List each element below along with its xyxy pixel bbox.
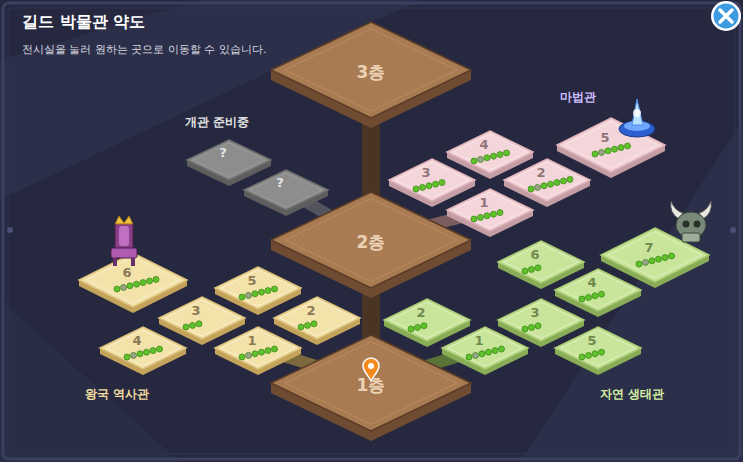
tile-shape [100, 327, 186, 375]
room-number: 1 [474, 334, 483, 348]
room-number: 5 [587, 334, 596, 348]
room-number: 3 [421, 166, 430, 180]
tile-shape [244, 170, 328, 216]
exhibit-room-tile: 3 [159, 297, 245, 345]
exhibit-room-tile: 5 [557, 118, 665, 178]
tile-shape [215, 327, 301, 375]
exhibit-room-tile: 3 [389, 159, 475, 207]
exhibit-room-tile: 1 [442, 327, 528, 375]
room-number: 4 [132, 334, 141, 348]
tile-shape [215, 267, 301, 315]
room-number: ? [219, 146, 227, 160]
floor-tile: 2층 [271, 192, 471, 298]
tile-shape [442, 327, 528, 375]
room-number: 1 [247, 334, 256, 348]
floor-name: 2층 [357, 233, 386, 252]
exhibit-room-tile: 5 [555, 327, 641, 375]
room-number: 1 [479, 196, 488, 210]
exhibit-room-tile: 6 [79, 253, 187, 313]
room-number: 3 [191, 304, 200, 318]
throne-icon [111, 216, 137, 266]
exhibit-room-tile: 4 [100, 327, 186, 375]
tile-shape [274, 297, 360, 345]
floor-name: 1층 [357, 376, 386, 395]
tile-shape [389, 159, 475, 207]
exhibit-room-tile: ? [244, 170, 328, 216]
exhibit-room-tile: 2 [504, 159, 590, 207]
room-number: 6 [122, 266, 131, 280]
room-number: 5 [247, 274, 256, 288]
instruction-text: 전시실을 눌러 원하는 곳으로 이동할 수 있습니다. [22, 43, 266, 56]
room-number: ? [276, 176, 284, 190]
exhibit-room-tile: 2 [274, 297, 360, 345]
hall-label: 마법관 [560, 90, 596, 104]
tile-shape [79, 253, 187, 313]
tile-shape [557, 118, 665, 178]
exhibit-room-tile: 1 [215, 327, 301, 375]
exhibit-room-tile: 1 [447, 189, 533, 237]
exhibit-room-tile: 5 [215, 267, 301, 315]
room-number: 5 [600, 131, 609, 145]
tile-shape [187, 140, 271, 186]
room-number: 7 [644, 241, 653, 255]
floor-tile: 1층 [271, 335, 471, 441]
close-button [711, 1, 741, 31]
room-number: 2 [306, 304, 315, 318]
tile-shape [159, 297, 245, 345]
skull-icon [671, 201, 712, 242]
crystal-icon [619, 99, 655, 137]
room-number: 4 [479, 138, 488, 152]
hall-label: 왕국 역사관 [85, 387, 149, 401]
floor-tile: 3층 [271, 22, 471, 128]
room-number: 3 [530, 306, 539, 320]
tile-shape [555, 327, 641, 375]
hall-label: 자연 생태관 [600, 387, 664, 401]
tile-shape [447, 189, 533, 237]
exhibit-room-tile: 4 [555, 269, 641, 317]
room-number: 4 [587, 276, 596, 290]
map-title: 길드 박물관 약도 [22, 12, 145, 31]
exhibit-room-tile: ? [187, 140, 271, 186]
tile-shape [555, 269, 641, 317]
floor-name: 3층 [357, 63, 386, 82]
room-number: 6 [530, 248, 539, 262]
room-number: 2 [536, 166, 545, 180]
tile-shape [504, 159, 590, 207]
room-number: 2 [416, 306, 425, 320]
hall-label: 개관 준비중 [185, 115, 249, 129]
